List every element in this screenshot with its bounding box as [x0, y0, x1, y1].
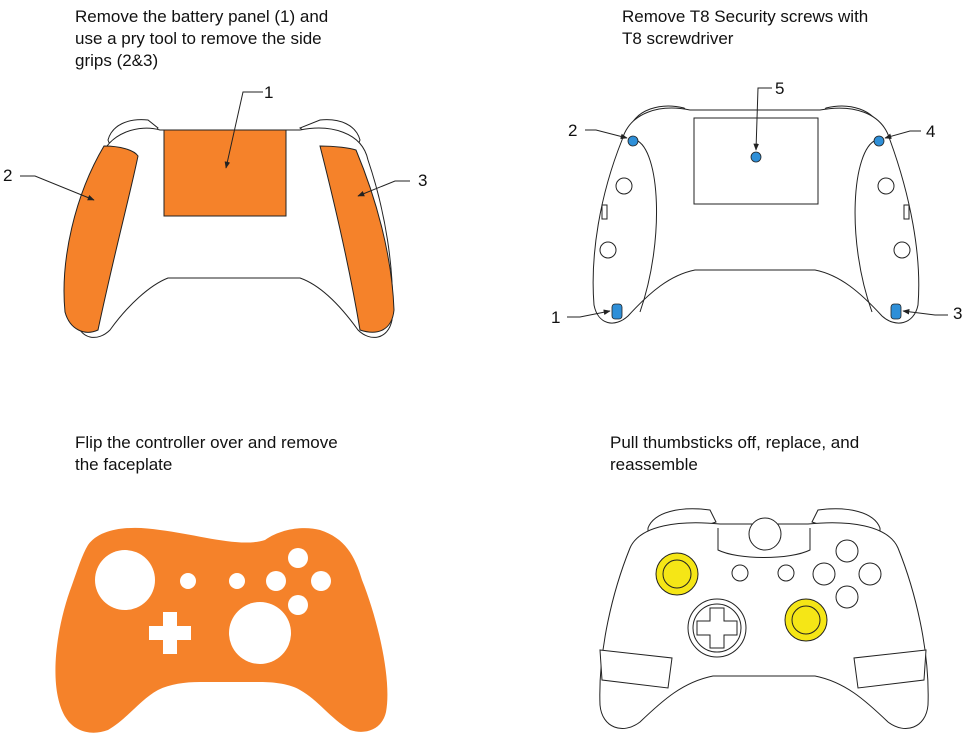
label-5: 5 — [775, 79, 784, 98]
screw-icon — [611, 303, 623, 320]
b-button — [858, 562, 882, 586]
arrow-icon — [20, 175, 95, 201]
label-1: 1 — [551, 308, 560, 327]
screw-icon — [750, 151, 762, 163]
guide-button — [748, 517, 782, 551]
button-hole — [288, 595, 308, 615]
left-grip-pad — [599, 649, 673, 689]
label-3: 3 — [418, 171, 427, 190]
arrow-icon — [902, 309, 948, 316]
label-3: 3 — [953, 304, 962, 323]
thumbstick-icon — [655, 552, 699, 596]
label-4: 4 — [926, 122, 935, 141]
d-pad-icon — [149, 612, 191, 654]
thumbstick-icon — [784, 598, 828, 642]
thumbstick-ring — [791, 605, 821, 635]
view-button — [731, 564, 749, 582]
arrow-icon — [884, 130, 921, 139]
arrow-icon — [585, 129, 628, 140]
x-button — [812, 562, 836, 586]
guide-area — [717, 528, 811, 558]
arrow-icon — [357, 180, 410, 197]
battery-compartment — [693, 117, 819, 205]
right-grip — [319, 145, 395, 333]
button-hole — [288, 548, 308, 568]
step4-caption: Pull thumbsticks off, replace, and reass… — [610, 433, 860, 474]
right-seam — [854, 139, 877, 313]
screw-icon — [890, 303, 902, 320]
left-grip — [63, 145, 139, 333]
controller-body — [592, 107, 920, 324]
label-1: 1 — [264, 83, 273, 102]
controller-body — [599, 522, 929, 729]
battery-panel — [163, 129, 287, 217]
view-button-hole — [180, 573, 196, 589]
step3-faceplate — [55, 527, 388, 733]
d-pad-icon — [696, 607, 738, 649]
arrow-icon — [224, 91, 263, 169]
step2-controller-back: 2 5 4 1 3 — [551, 79, 962, 327]
grip-slot — [601, 204, 608, 220]
menu-button — [777, 564, 795, 582]
label-2: 2 — [568, 121, 577, 140]
label-2: 2 — [3, 166, 12, 185]
step3-caption: Flip the controller over and remove the … — [75, 433, 338, 474]
screw-icon — [627, 135, 639, 147]
grip-slot — [903, 204, 910, 220]
y-button — [835, 539, 859, 563]
step2-caption: Remove T8 Security screws with T8 screwd… — [622, 7, 869, 48]
button-hole — [311, 571, 331, 591]
button-hole — [266, 571, 286, 591]
right-grip-pad — [853, 649, 927, 689]
arrow-icon — [753, 87, 772, 151]
right-stick-hole — [229, 602, 291, 664]
step1-controller-back: 1 2 3 — [3, 83, 427, 338]
grip-hole — [893, 241, 911, 259]
grip-hole — [877, 177, 895, 195]
left-seam — [635, 139, 657, 313]
thumbstick-ring — [662, 559, 692, 589]
grip-hole — [599, 241, 617, 259]
grip-hole — [615, 177, 633, 195]
menu-button-hole — [229, 573, 245, 589]
step4-controller-front — [599, 508, 929, 729]
screw-icon — [873, 135, 885, 147]
step1-caption: Remove the battery panel (1) and use a p… — [75, 7, 329, 70]
arrow-icon — [567, 309, 611, 318]
left-stick-hole — [95, 550, 155, 610]
a-button — [835, 585, 859, 609]
